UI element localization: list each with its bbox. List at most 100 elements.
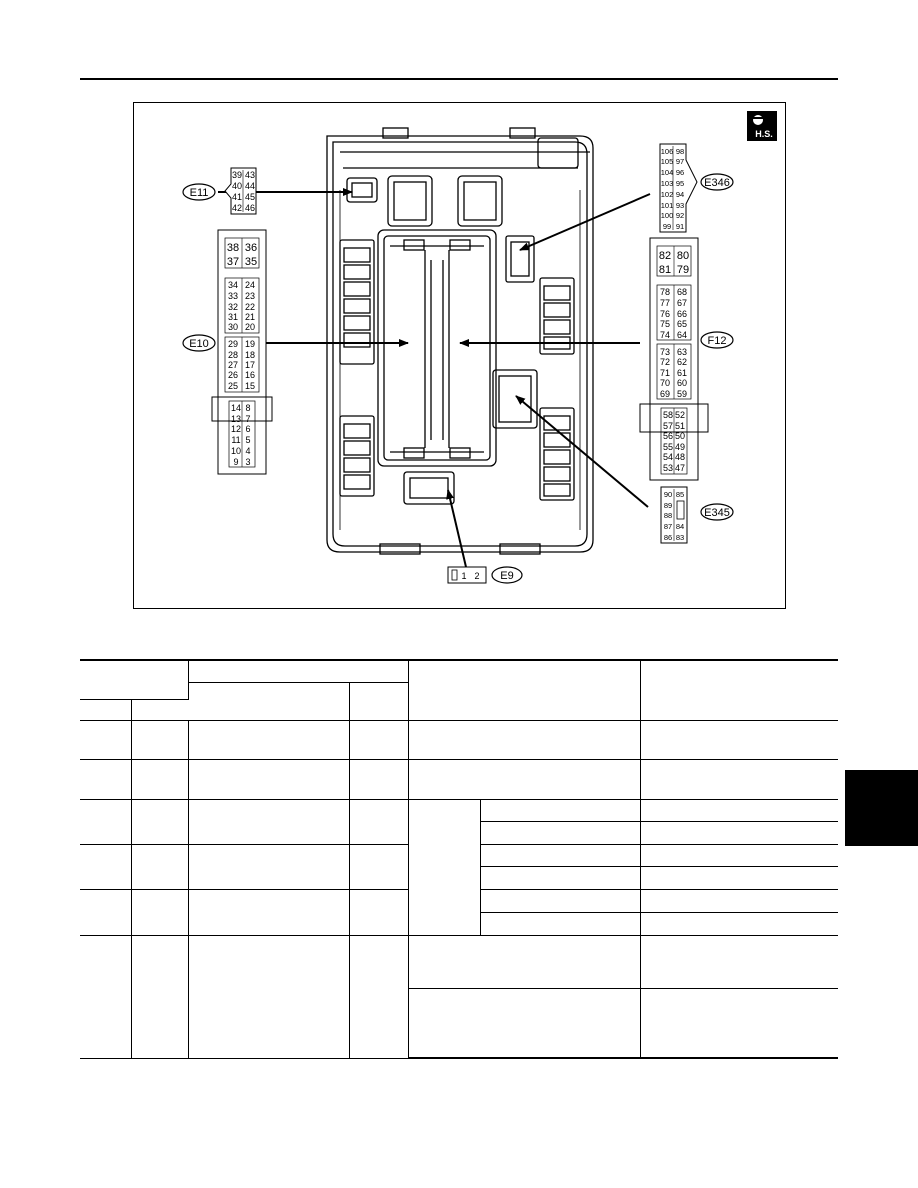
connector-e346: E346 106 98 105 97 104 96 103 95 102 94 … xyxy=(659,143,734,233)
svg-text:89: 89 xyxy=(664,501,672,510)
terminal-table xyxy=(80,659,838,1059)
svg-text:61: 61 xyxy=(677,368,687,378)
svg-text:30: 30 xyxy=(228,322,238,332)
svg-text:19: 19 xyxy=(245,339,255,349)
header-rule xyxy=(80,78,838,80)
svg-text:71: 71 xyxy=(660,368,670,378)
svg-text:27: 27 xyxy=(228,360,238,370)
svg-text:12: 12 xyxy=(231,424,241,434)
svg-text:100: 100 xyxy=(661,211,674,220)
svg-text:16: 16 xyxy=(245,370,255,380)
e345-label: E345 xyxy=(704,507,730,519)
header-cell xyxy=(80,659,189,700)
svg-text:38: 38 xyxy=(227,242,239,254)
svg-text:68: 68 xyxy=(677,287,687,297)
svg-text:36: 36 xyxy=(245,242,257,254)
svg-text:33: 33 xyxy=(228,291,238,301)
svg-text:29: 29 xyxy=(228,339,238,349)
header-cell xyxy=(188,681,350,721)
svg-text:7: 7 xyxy=(245,414,250,424)
svg-text:59: 59 xyxy=(677,389,687,399)
svg-text:78: 78 xyxy=(660,287,670,297)
e346-label: E346 xyxy=(704,177,730,189)
table-row xyxy=(80,798,838,936)
svg-text:85: 85 xyxy=(676,490,684,499)
svg-text:13: 13 xyxy=(231,414,241,424)
svg-text:56: 56 xyxy=(663,431,673,441)
svg-text:43: 43 xyxy=(245,170,255,180)
svg-text:103: 103 xyxy=(661,179,674,188)
svg-text:106: 106 xyxy=(661,147,674,156)
svg-text:8: 8 xyxy=(245,403,250,413)
svg-text:18: 18 xyxy=(245,350,255,360)
svg-text:72: 72 xyxy=(660,357,670,367)
svg-text:21: 21 xyxy=(245,312,255,322)
svg-text:2: 2 xyxy=(474,571,479,581)
svg-text:39: 39 xyxy=(232,170,242,180)
table-row xyxy=(80,719,838,760)
svg-text:58: 58 xyxy=(663,410,673,420)
svg-text:24: 24 xyxy=(245,280,255,290)
svg-text:99: 99 xyxy=(663,222,671,231)
svg-text:6: 6 xyxy=(245,424,250,434)
connector-e345: E345 90 85 89 88 87 84 86 83 xyxy=(660,486,734,544)
connector-e10: E10 38 36 37 35 34 24 33 23 32 22 31 21 … xyxy=(182,229,273,475)
svg-text:48: 48 xyxy=(675,452,685,462)
svg-text:53: 53 xyxy=(663,463,673,473)
svg-text:40: 40 xyxy=(232,181,242,191)
svg-text:97: 97 xyxy=(676,157,684,166)
svg-text:73: 73 xyxy=(660,347,670,357)
svg-text:15: 15 xyxy=(245,381,255,391)
table-row xyxy=(80,888,838,936)
svg-text:95: 95 xyxy=(676,179,684,188)
table-row xyxy=(80,987,838,1059)
svg-text:23: 23 xyxy=(245,291,255,301)
svg-text:50: 50 xyxy=(675,431,685,441)
svg-text:47: 47 xyxy=(675,463,685,473)
e11-label: E11 xyxy=(190,187,209,199)
table-row xyxy=(80,758,838,800)
svg-text:54: 54 xyxy=(663,452,673,462)
svg-text:11: 11 xyxy=(231,435,240,445)
svg-text:76: 76 xyxy=(660,309,670,319)
svg-text:84: 84 xyxy=(676,522,684,531)
svg-text:1: 1 xyxy=(461,571,466,581)
svg-text:60: 60 xyxy=(677,378,687,388)
svg-text:96: 96 xyxy=(676,168,684,177)
header-cell xyxy=(639,659,838,721)
svg-text:101: 101 xyxy=(661,201,674,210)
svg-text:35: 35 xyxy=(245,256,257,268)
svg-text:102: 102 xyxy=(661,190,674,199)
svg-text:104: 104 xyxy=(661,168,674,177)
connector-e11: E11 39 43 40 44 41 45 42 46 xyxy=(182,167,257,215)
svg-text:14: 14 xyxy=(231,403,241,413)
svg-text:42: 42 xyxy=(232,203,242,213)
svg-text:62: 62 xyxy=(677,357,687,367)
svg-text:34: 34 xyxy=(228,280,238,290)
svg-text:67: 67 xyxy=(677,298,687,308)
section-tab xyxy=(845,770,918,846)
svg-text:87: 87 xyxy=(664,522,672,531)
table-row xyxy=(80,934,838,1059)
svg-text:64: 64 xyxy=(677,330,687,340)
svg-text:63: 63 xyxy=(677,347,687,357)
svg-text:77: 77 xyxy=(660,298,670,308)
svg-text:86: 86 xyxy=(664,533,672,542)
hs-badge-icon: H.S. xyxy=(747,111,777,141)
svg-text:49: 49 xyxy=(675,442,685,452)
ipdm-connector-diagram: E11 39 43 40 44 41 45 42 46 E10 38 36 37… xyxy=(182,127,734,584)
svg-text:32: 32 xyxy=(228,302,238,312)
svg-text:92: 92 xyxy=(676,211,684,220)
svg-text:37: 37 xyxy=(227,256,239,268)
svg-text:28: 28 xyxy=(228,350,238,360)
f12-label: F12 xyxy=(708,335,727,347)
svg-text:3: 3 xyxy=(245,457,250,467)
svg-text:4: 4 xyxy=(245,446,250,456)
header-cell xyxy=(407,659,641,721)
e10-label: E10 xyxy=(189,338,209,350)
connector-f12: F12 82 80 81 79 78 68 77 67 76 66 75 65 … xyxy=(639,237,734,481)
svg-text:88: 88 xyxy=(664,511,672,520)
svg-text:66: 66 xyxy=(677,309,687,319)
table-header-row xyxy=(80,659,838,721)
table-row xyxy=(80,843,838,890)
